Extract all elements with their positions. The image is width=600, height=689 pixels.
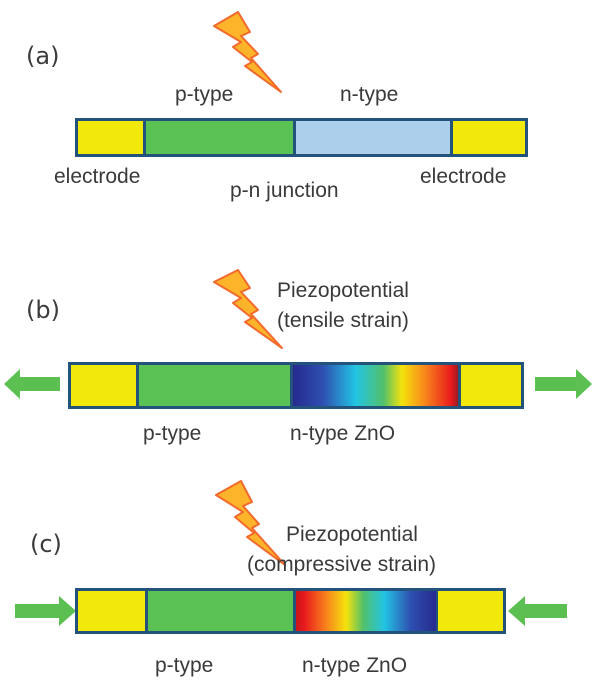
lightning-bolt-icon	[215, 480, 286, 566]
lightning-bolt-icon	[213, 269, 283, 349]
electrode-right	[461, 365, 521, 406]
annotation-compressive-strain: (compressive strain)	[247, 553, 436, 576]
label-n-type: n-type	[340, 83, 398, 106]
arrow-right-icon	[535, 369, 592, 399]
arrow-left-icon	[508, 596, 567, 626]
panel-b: (b) Piezopotential (tensile strain) p-ty…	[4, 269, 592, 445]
panel-label-b: (b)	[26, 296, 60, 324]
device-bar-c	[75, 588, 506, 634]
electrode-left	[71, 365, 136, 406]
annotation-tensile-strain: (tensile strain)	[277, 309, 409, 332]
label-electrode-right: electrode	[420, 165, 506, 188]
electrode-left	[78, 591, 145, 631]
lightning-bolt-icon	[213, 11, 282, 93]
n-type-zno-piezopotential-region	[296, 591, 436, 631]
annotation-piezopotential: Piezopotential	[286, 523, 418, 546]
panel-label-c: (c)	[30, 530, 62, 558]
arrow-left-icon	[4, 369, 60, 399]
p-type-region	[148, 591, 293, 631]
panel-c: (c) Piezopotential (compressive strain) …	[15, 480, 567, 677]
panel-a: (a) p-type n-type electrode p-n junction…	[26, 11, 528, 202]
label-n-type-zno: n-type ZnO	[290, 422, 395, 445]
electrode-right	[453, 121, 525, 154]
arrow-right-icon	[15, 596, 76, 626]
p-type-region	[146, 121, 293, 154]
label-n-type-zno: n-type ZnO	[302, 654, 407, 677]
electrode-left	[78, 121, 143, 154]
p-type-region	[139, 365, 290, 406]
device-bar-b	[68, 362, 524, 409]
label-electrode-left: electrode	[54, 165, 140, 188]
annotation-piezopotential: Piezopotential	[277, 279, 409, 302]
panel-label-a: (a)	[26, 42, 59, 70]
label-p-type: p-type	[155, 654, 213, 677]
label-p-type: p-type	[175, 83, 233, 106]
label-pn-junction: p-n junction	[230, 179, 339, 202]
device-bar-a	[75, 118, 528, 157]
n-type-zno-piezopotential-region	[293, 365, 458, 406]
label-p-type: p-type	[143, 422, 201, 445]
electrode-right	[438, 591, 503, 631]
n-type-region	[296, 121, 450, 154]
